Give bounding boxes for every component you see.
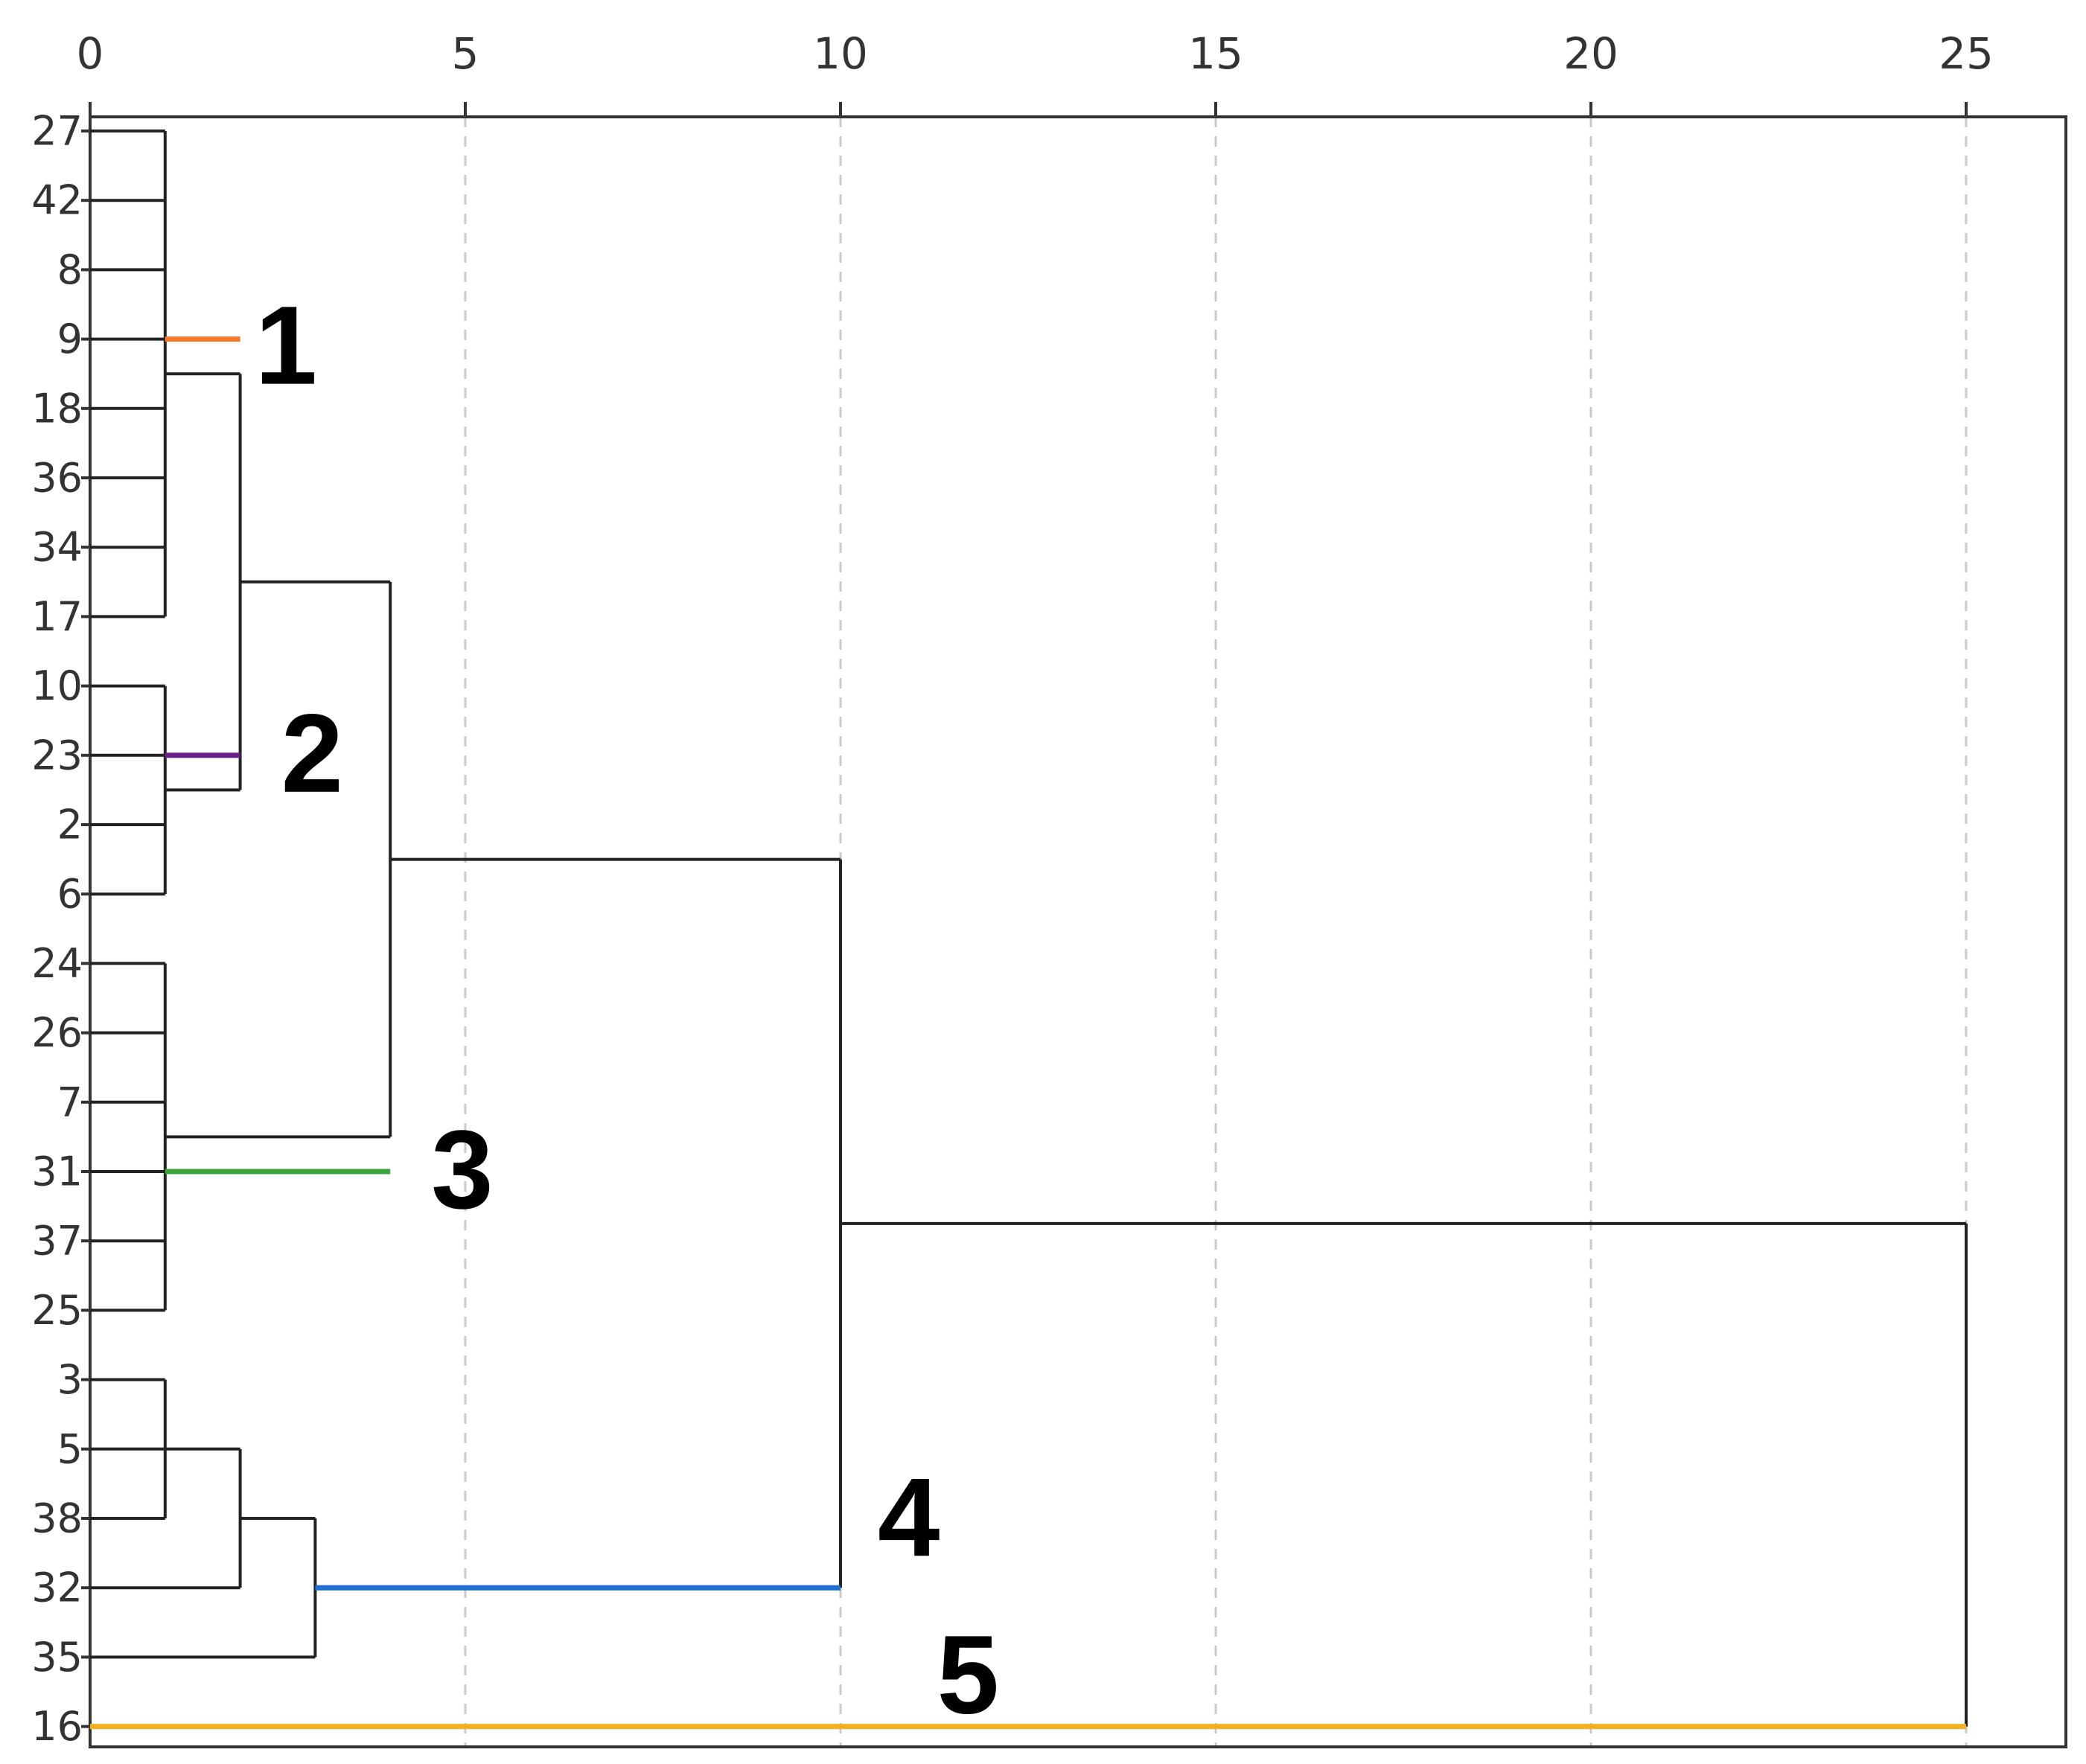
- plot-frame: [89, 115, 2067, 1748]
- leaf-label: 36: [31, 455, 83, 502]
- leaf-label: 10: [31, 662, 83, 709]
- leaf-label: 37: [31, 1218, 83, 1265]
- leaf-label: 8: [57, 246, 83, 293]
- x-tick-label: 20: [1563, 28, 1618, 79]
- leaf-label: 17: [31, 593, 83, 640]
- cluster-label-2: 2: [281, 691, 343, 816]
- leaf-label: 27: [31, 108, 83, 155]
- leaf-label: 31: [31, 1148, 83, 1195]
- leaf-label: 38: [31, 1495, 83, 1542]
- x-tick-label: 25: [1939, 28, 1994, 79]
- x-tick-label: 5: [452, 28, 479, 79]
- leaf-label: 6: [57, 871, 83, 918]
- dendrogram-links: [90, 130, 1968, 1728]
- leaf-label: 42: [31, 177, 83, 224]
- x-tick-label: 0: [77, 28, 104, 79]
- leaf-label: 16: [31, 1703, 83, 1750]
- leaf-label: 9: [57, 316, 83, 362]
- cluster-label-4: 4: [878, 1454, 940, 1579]
- leaf-label: 25: [31, 1287, 83, 1334]
- leaf-label: 3: [57, 1356, 83, 1403]
- leaf-label: 7: [57, 1078, 83, 1125]
- cluster-label-1: 1: [255, 283, 317, 408]
- x-axis: 0 5 10 15 20 25: [77, 28, 1994, 117]
- leaf-label: 23: [31, 732, 83, 779]
- x-tick-label: 15: [1188, 28, 1243, 79]
- grid-lines: [464, 117, 1968, 1747]
- leaf-label: 26: [31, 1009, 83, 1056]
- cluster-labels: 1 2 3 4 5: [255, 283, 999, 1737]
- leaf-label: 5: [57, 1425, 83, 1472]
- cluster-label-3: 3: [431, 1107, 493, 1232]
- leaf-label: 35: [31, 1634, 83, 1681]
- leaf-label: 24: [31, 940, 83, 987]
- x-tick-label: 10: [813, 28, 868, 79]
- leaf-label: 34: [31, 524, 83, 571]
- leaf-label: 18: [31, 385, 83, 432]
- cluster-label-5: 5: [937, 1612, 999, 1737]
- leaf-labels: 2742891836341710232624267313725353832351…: [31, 108, 90, 1750]
- cluster-highlights: [90, 336, 1966, 1730]
- leaf-label: 2: [57, 802, 83, 849]
- leaf-label: 32: [31, 1565, 83, 1611]
